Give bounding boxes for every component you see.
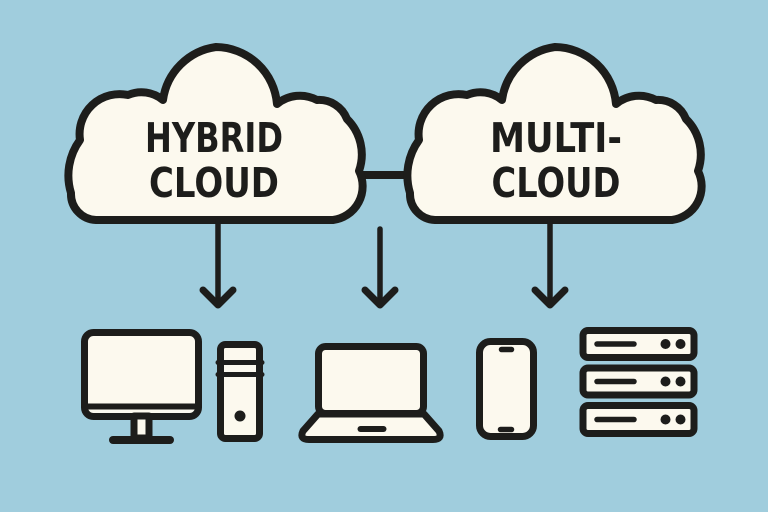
multi-cloud-label-line1: MULTI- xyxy=(490,114,622,162)
tower-case xyxy=(217,341,263,442)
server-rack-icon xyxy=(579,327,698,437)
server-led xyxy=(675,414,686,425)
monitor-stand-neck xyxy=(130,412,153,442)
arrow-head-icon xyxy=(531,286,569,309)
phone-body xyxy=(476,338,537,440)
laptop-icon xyxy=(298,343,444,443)
server-led xyxy=(660,376,671,387)
hybrid-cloud-label-line1: HYBRID xyxy=(145,114,283,162)
arrow-head-icon xyxy=(199,286,237,309)
server-unit xyxy=(579,364,698,399)
server-led xyxy=(660,414,671,425)
smartphone-icon xyxy=(476,338,537,440)
server-unit xyxy=(579,402,698,437)
hybrid-cloud-label-line2: CLOUD xyxy=(149,159,279,207)
server-led xyxy=(660,339,671,349)
laptop-screen xyxy=(315,343,427,417)
down-arrow-middle xyxy=(361,226,399,309)
server-unit xyxy=(579,327,698,361)
multi-cloud-label-line2: CLOUD xyxy=(492,159,621,207)
down-arrow-right xyxy=(531,218,569,309)
arrow-head-icon xyxy=(361,286,399,309)
server-led xyxy=(675,339,686,349)
down-arrow-left xyxy=(199,218,237,309)
desktop-computer-icon xyxy=(81,329,265,444)
server-led xyxy=(675,376,686,387)
tower-power-button xyxy=(234,410,246,422)
